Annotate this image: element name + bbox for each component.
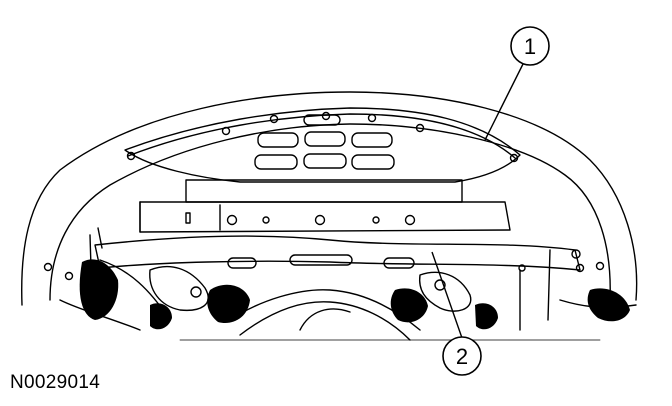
callout-2-label: 2: [456, 344, 468, 369]
bumper-fascia-outer: [21, 91, 638, 306]
shadow-shading: [79, 259, 630, 330]
slotted-openings: [227, 254, 415, 269]
lower-bracket: [139, 201, 511, 233]
bumper-fascia-inner: [49, 123, 611, 301]
radiator-support: [185, 179, 463, 203]
upper-fasteners: [126, 111, 519, 163]
callout-1: 1: [484, 26, 550, 141]
callout-1-label: 1: [524, 34, 536, 59]
callout-2: 2: [431, 251, 482, 376]
figure-id-label: N0029014: [10, 372, 101, 393]
splash-shield: [94, 235, 581, 271]
upper-panel: [124, 107, 521, 183]
vent-openings: [254, 114, 395, 170]
